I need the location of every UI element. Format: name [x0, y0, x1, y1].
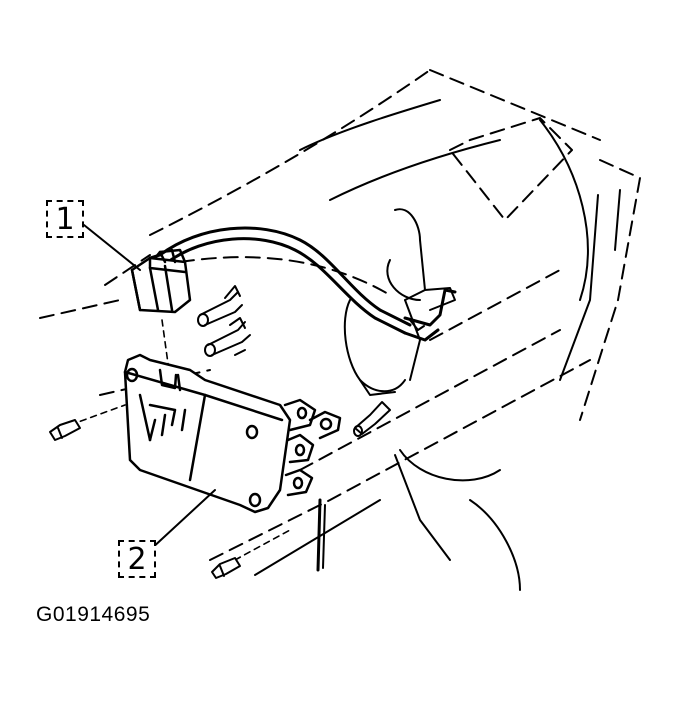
callout-2-label: 2: [118, 540, 156, 578]
resistor-terminal-pins: [197, 285, 251, 357]
lower-screw: [211, 557, 241, 579]
dash-panel-outline: [39, 69, 641, 561]
callout-2-number: 2: [127, 541, 147, 577]
callout-1-label: 1: [46, 200, 84, 238]
motor-mount-screw: [353, 401, 391, 437]
panel-contour-lines: [254, 99, 621, 591]
upper-screw: [49, 419, 81, 441]
callout-1-number: 1: [55, 201, 75, 237]
blower-motor-resistor: [123, 353, 342, 514]
figure-id: G01914695: [36, 603, 151, 626]
blower-motor-housing: [343, 208, 456, 396]
callout-leader-lines: [83, 224, 216, 551]
harness-connector: [130, 248, 192, 314]
wire-harness: [148, 226, 457, 342]
